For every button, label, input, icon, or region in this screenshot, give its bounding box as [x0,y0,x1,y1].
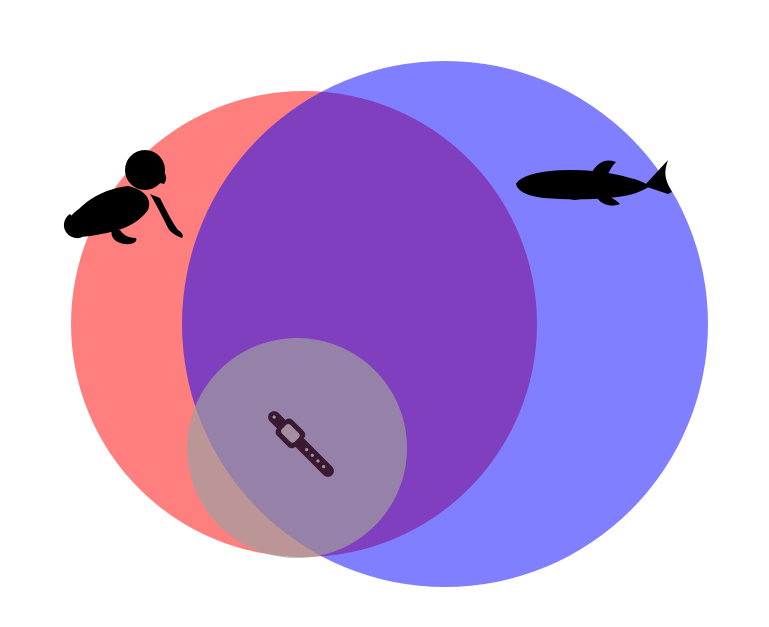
fitness-band-icon [268,411,334,477]
crawling-baby-icon [63,150,183,245]
fish-icon [516,160,672,206]
